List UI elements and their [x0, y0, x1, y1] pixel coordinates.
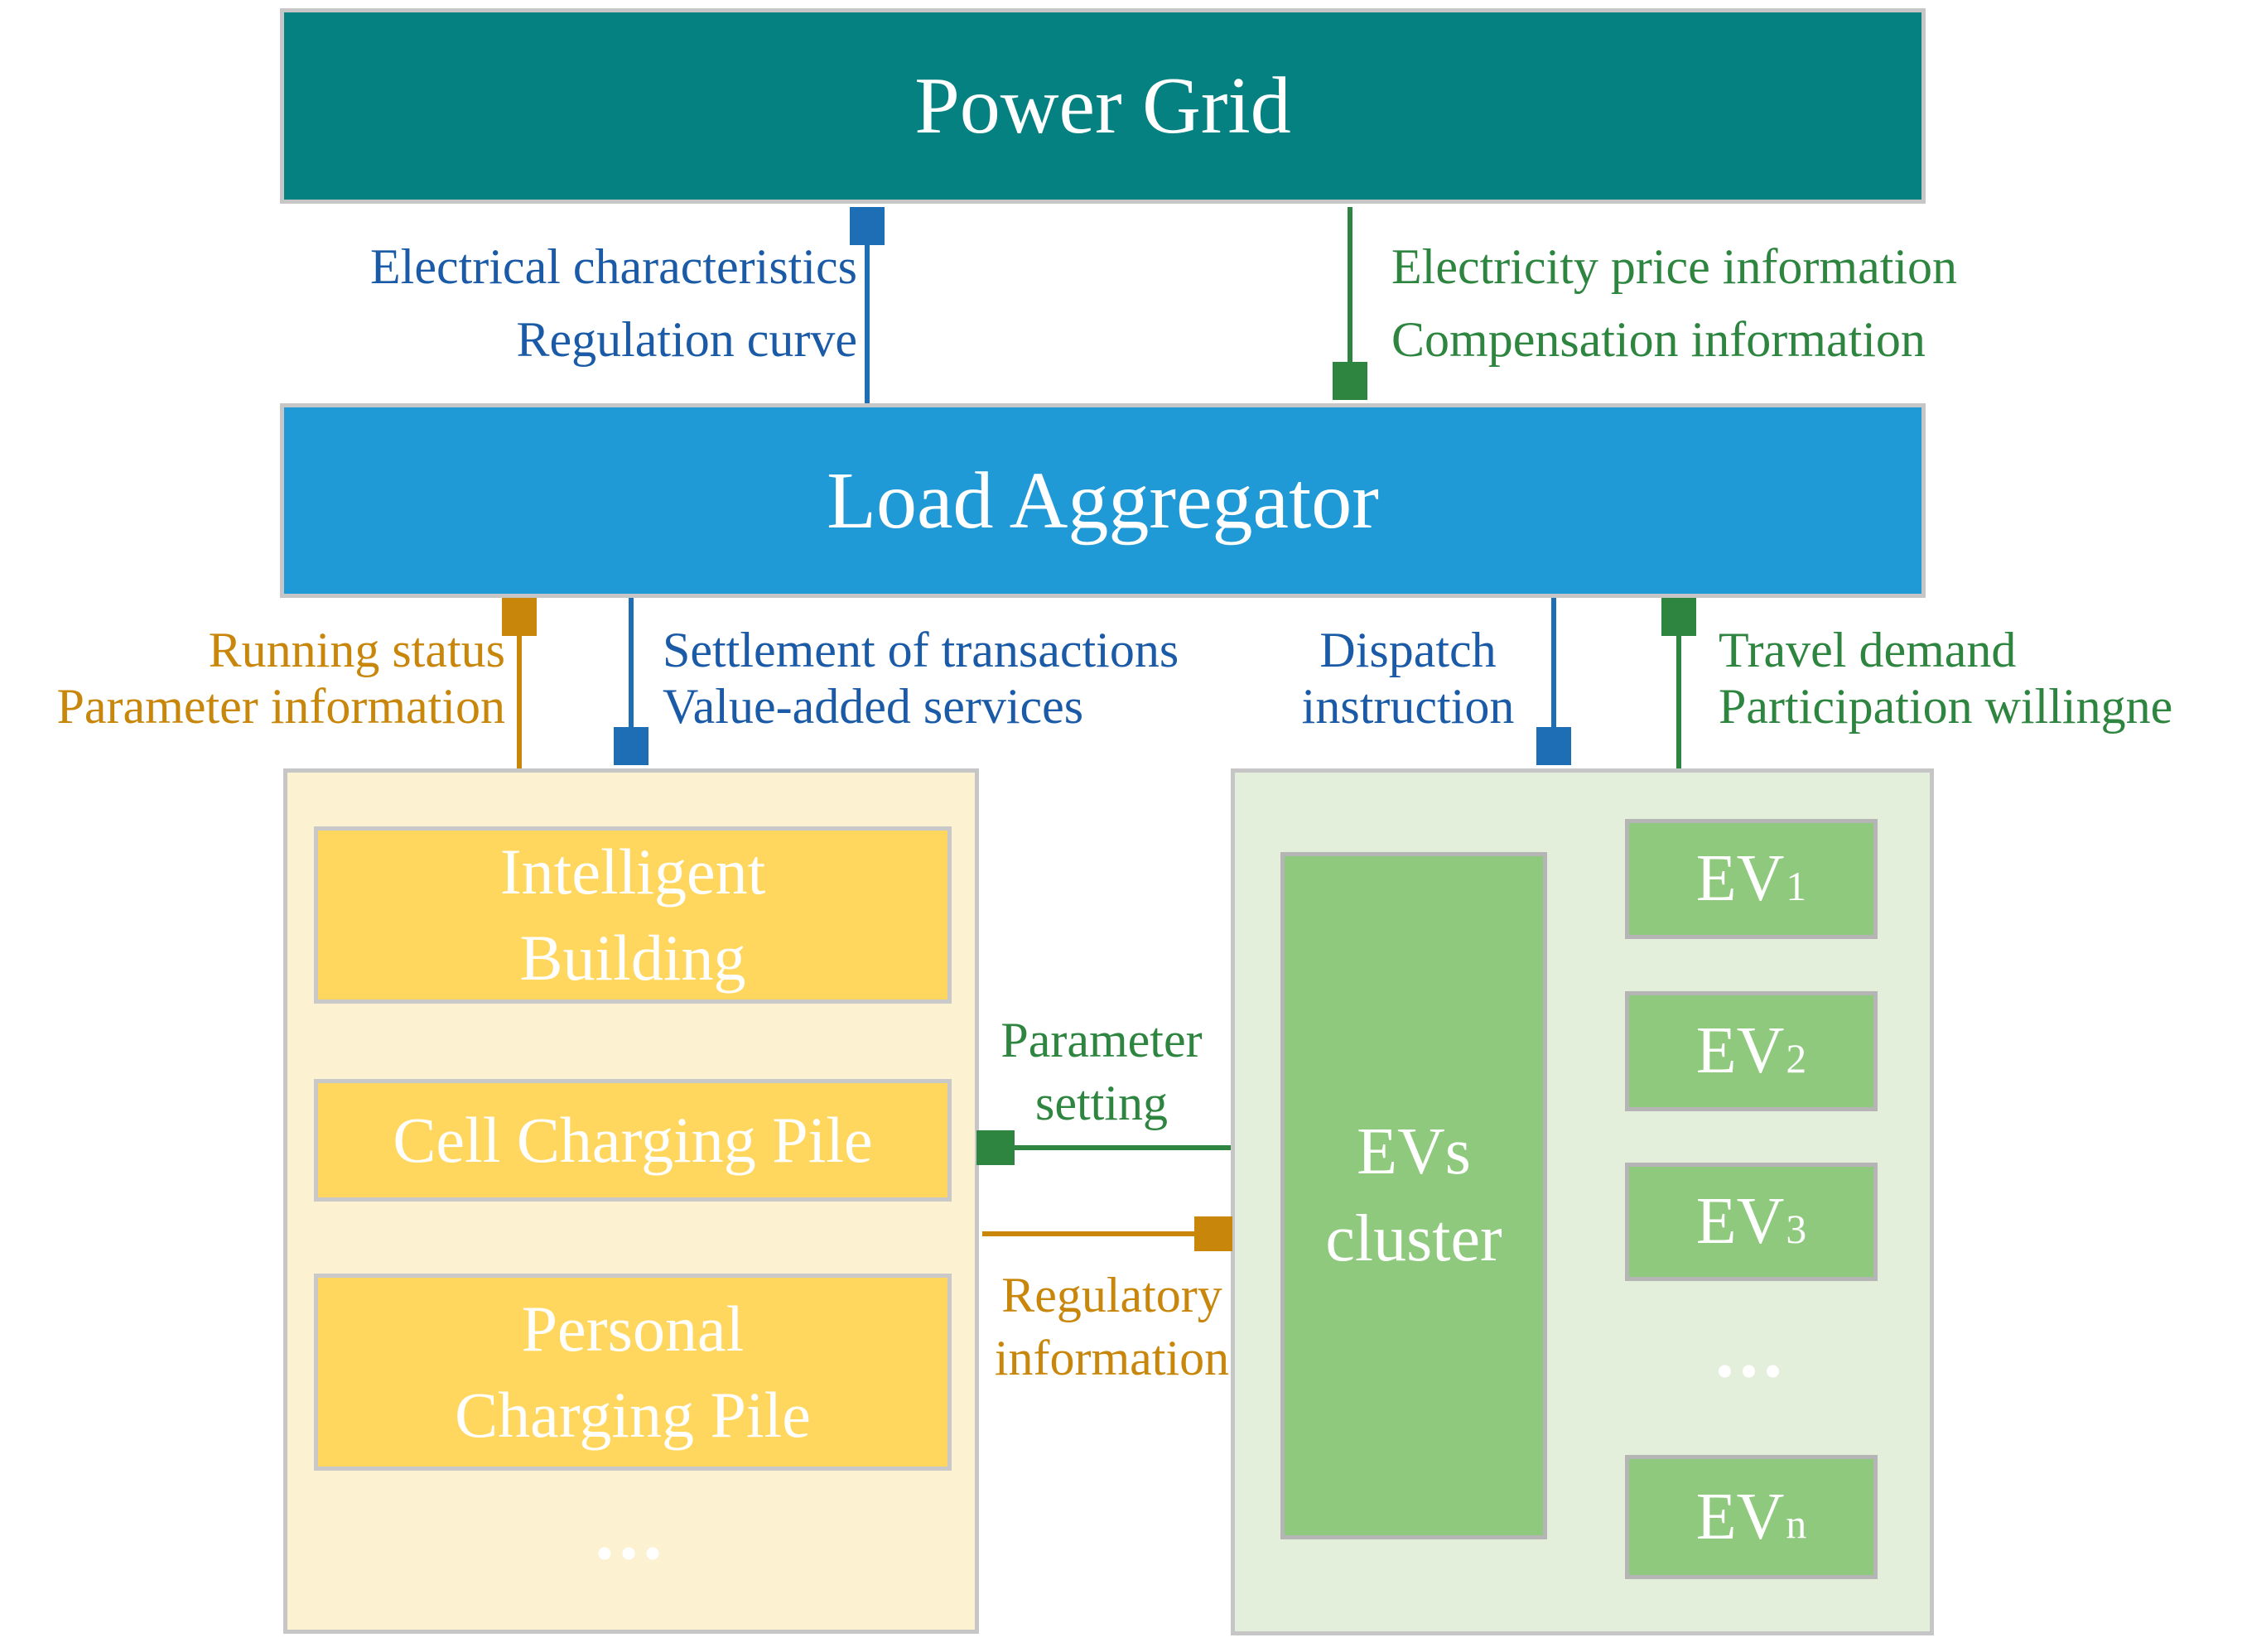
dispatch-label: Dispatch instruction — [1301, 623, 1515, 734]
parameter-setting-arrow-shaft — [1012, 1145, 1231, 1150]
travel-demand-label: Travel demand Participation willingne — [1719, 623, 2173, 734]
regulatory-label: Regulatory information — [994, 1268, 1230, 1385]
intelligent-building-node: Intelligent Building — [314, 826, 952, 1004]
running-status-arrow-shaft — [517, 633, 522, 768]
regulation-up-arrow-head — [850, 207, 885, 245]
regulatory-arrow-head — [1194, 1216, 1232, 1251]
personal-charging-pile-node: Personal Charging Pile — [314, 1274, 952, 1471]
parameter-setting-arrow-head — [976, 1130, 1015, 1165]
parameter-setting-label: Parameter setting — [1000, 1013, 1203, 1130]
charging-facilities-panel: Intelligent Building Cell Charging Pile … — [283, 768, 979, 1634]
load-aggregator-node: Load Aggregator — [280, 403, 1926, 598]
settlement-label: Settlement of transactions Value-added s… — [663, 623, 1179, 734]
personal-charging-pile-label: Personal Charging Pile — [455, 1293, 811, 1451]
power-grid-node: Power Grid — [280, 8, 1926, 204]
evs-cluster-label: EVs cluster — [1325, 1115, 1502, 1275]
ev2-subscript: 2 — [1786, 1035, 1807, 1081]
ev3-label: EV — [1695, 1185, 1785, 1258]
intelligent-building-label: Intelligent Building — [499, 836, 766, 994]
dispatch-arrow-shaft — [1551, 598, 1556, 730]
settlement-arrow-shaft — [629, 598, 634, 730]
load-aggregator-label: Load Aggregator — [827, 455, 1379, 546]
charging-facilities-ellipsis: ... — [595, 1491, 668, 1575]
running-status-label: Running status Parameter information — [56, 623, 505, 734]
evn-label: EV — [1695, 1480, 1785, 1553]
dispatch-arrow-head — [1536, 727, 1571, 765]
travel-demand-arrow-head — [1661, 598, 1696, 636]
settlement-arrow-head — [614, 727, 648, 765]
ev1-label: EV — [1695, 842, 1785, 915]
power-grid-label: Power Grid — [914, 61, 1291, 151]
regulatory-arrow-shaft — [982, 1231, 1198, 1236]
ev2-label: EV — [1695, 1014, 1785, 1087]
ev-list-ellipsis: ... — [1715, 1308, 1787, 1393]
price-down-arrow-head — [1333, 362, 1367, 400]
price-down-arrow-shaft — [1348, 207, 1352, 364]
ev3-subscript: 3 — [1786, 1206, 1807, 1252]
ev1-subscript: 1 — [1786, 863, 1807, 909]
evn-subscript: n — [1786, 1501, 1807, 1548]
running-status-arrow-head — [502, 598, 537, 636]
to-grid-flow-label: Electrical characteristics Regulation cu… — [370, 239, 857, 367]
evs-cluster-node: EVs cluster — [1280, 852, 1547, 1539]
cell-charging-pile-label: Cell Charging Pile — [393, 1104, 873, 1176]
cell-charging-pile-node: Cell Charging Pile — [314, 1079, 952, 1202]
from-grid-flow-label: Electricity price information Compensati… — [1391, 239, 1958, 367]
regulation-up-arrow-shaft — [865, 242, 870, 403]
travel-demand-arrow-shaft — [1676, 633, 1681, 768]
